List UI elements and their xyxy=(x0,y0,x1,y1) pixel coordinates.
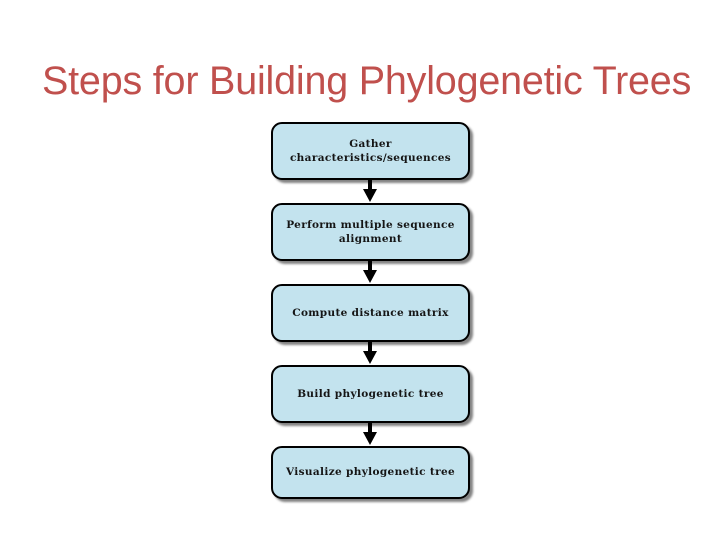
down-arrow-icon xyxy=(357,259,383,284)
flow-step-2[interactable]: Perform multiple sequence alignment xyxy=(271,203,470,261)
page-title: Steps for Building Phylogenetic Trees xyxy=(42,59,692,103)
flow-step-3[interactable]: Compute distance matrix xyxy=(271,284,470,342)
down-arrow-icon xyxy=(357,421,383,446)
flow-step-5[interactable]: Visualize phylogenetic tree xyxy=(271,446,470,499)
down-arrow-icon xyxy=(357,178,383,203)
flow-step-2-label: Perform multiple sequence alignment xyxy=(286,218,455,245)
flow-step-3-label: Compute distance matrix xyxy=(292,306,449,319)
flow-step-4-label: Build phylogenetic tree xyxy=(297,387,444,400)
flow-step-1-label: Gather characteristics/sequences xyxy=(289,137,452,164)
flow-step-1[interactable]: Gather characteristics/sequences xyxy=(271,122,470,180)
flow-step-4[interactable]: Build phylogenetic tree xyxy=(271,365,470,423)
flow-step-5-label: Visualize phylogenetic tree xyxy=(285,466,456,479)
down-arrow-icon xyxy=(357,340,383,365)
phylogenetic-tree-flowchart: Gather characteristics/sequences Perform… xyxy=(0,118,720,508)
